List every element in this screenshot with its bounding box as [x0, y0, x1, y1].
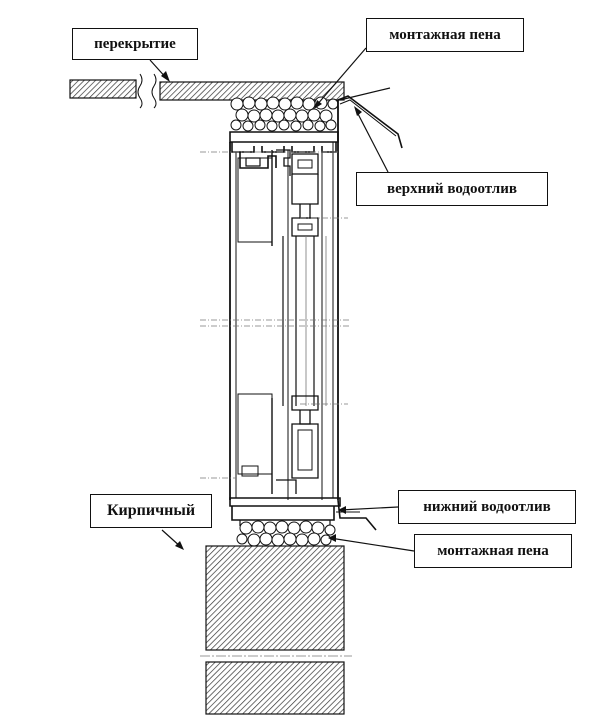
glass-unit	[282, 150, 327, 500]
top-slab	[69, 73, 345, 109]
bottom-frame-profile	[229, 497, 341, 526]
label-mounting-foam-bottom: монтажная пена	[414, 534, 572, 568]
top-slab-left-segment	[69, 79, 137, 99]
label-brick: Кирпичный	[90, 494, 212, 528]
lower-drip-flashing	[336, 499, 377, 531]
leader-arrowheads	[161, 71, 362, 550]
leader-drip-bottom	[339, 506, 399, 511]
sash-lower	[237, 393, 319, 494]
leader-lines	[149, 47, 415, 552]
brick-block-lower	[205, 661, 345, 715]
label-upper-drip: верхний водоотлив	[356, 172, 548, 206]
sash-upper	[237, 149, 319, 246]
leader-drip-top	[355, 109, 389, 173]
label-overlap: перекрытие	[72, 28, 198, 60]
top-mounting-foam	[230, 96, 339, 132]
upper-drip-flashing	[337, 95, 403, 149]
brick-block-upper	[205, 545, 345, 651]
leader-foam-top	[315, 47, 367, 107]
slab-break-mark	[137, 73, 157, 109]
brick-wall	[200, 545, 352, 715]
leader-foam-bottom	[329, 537, 415, 552]
leader-drip-top-2	[339, 87, 391, 101]
label-lower-drip: нижний водоотлив	[398, 490, 576, 524]
bottom-mounting-foam	[236, 520, 336, 547]
dimension-lines	[200, 151, 350, 479]
label-mounting-foam-top: монтажная пена	[366, 18, 524, 52]
